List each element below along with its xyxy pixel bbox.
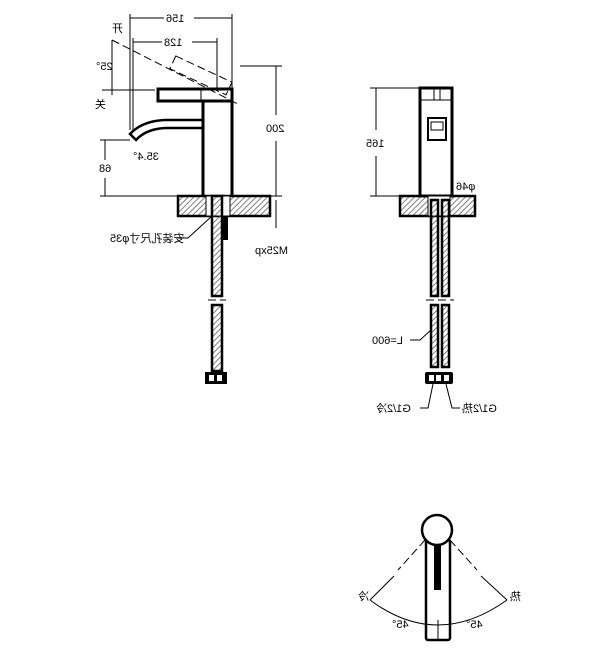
svg-text:200: 200 [266, 123, 284, 135]
svg-text:156: 156 [166, 13, 184, 25]
svg-text:热: 热 [510, 590, 521, 603]
nut [205, 372, 227, 384]
svg-text:25°: 25° [96, 61, 113, 73]
svg-text:45°: 45° [466, 619, 483, 631]
svg-text:128: 128 [164, 37, 182, 49]
lever [156, 87, 234, 103]
top-view: 冷 热 45° 45° [358, 513, 521, 642]
body [418, 86, 454, 198]
dimension-128: 128 [132, 36, 218, 130]
svg-text:165: 165 [366, 138, 384, 150]
svg-text:68: 68 [99, 163, 111, 175]
dimension-200: 200 [240, 65, 284, 197]
lever-window [427, 117, 447, 141]
handle-knob [420, 513, 454, 547]
side-view: 156 128 开 关 25° 35.4° 68 [95, 12, 288, 384]
svg-text:35.4°: 35.4° [133, 151, 159, 163]
svg-text:G1/2热: G1/2热 [462, 402, 497, 415]
hose-cold [429, 198, 440, 298]
spout [128, 118, 203, 142]
hose-hot [440, 198, 451, 298]
svg-text:关: 关 [95, 97, 106, 111]
svg-text:L=600: L=600 [372, 335, 403, 347]
svg-text:φ46: φ46 [456, 181, 475, 193]
front-view: 165 φ46 L=600 G1/2冷 G1/2热 [366, 86, 497, 415]
svg-text:M25xp: M25xp [255, 245, 288, 257]
dimension-68: 68 [99, 139, 180, 197]
svg-text:G1/2冷: G1/2冷 [376, 402, 411, 415]
dimension-165: 165 [366, 87, 420, 197]
svg-text:45°: 45° [392, 619, 409, 631]
svg-text:安装孔尺寸φ35: 安装孔尺寸φ35 [110, 231, 184, 245]
svg-text:开: 开 [112, 23, 123, 35]
svg-text:冷: 冷 [358, 590, 369, 603]
dimension-156: 156 [129, 12, 233, 130]
